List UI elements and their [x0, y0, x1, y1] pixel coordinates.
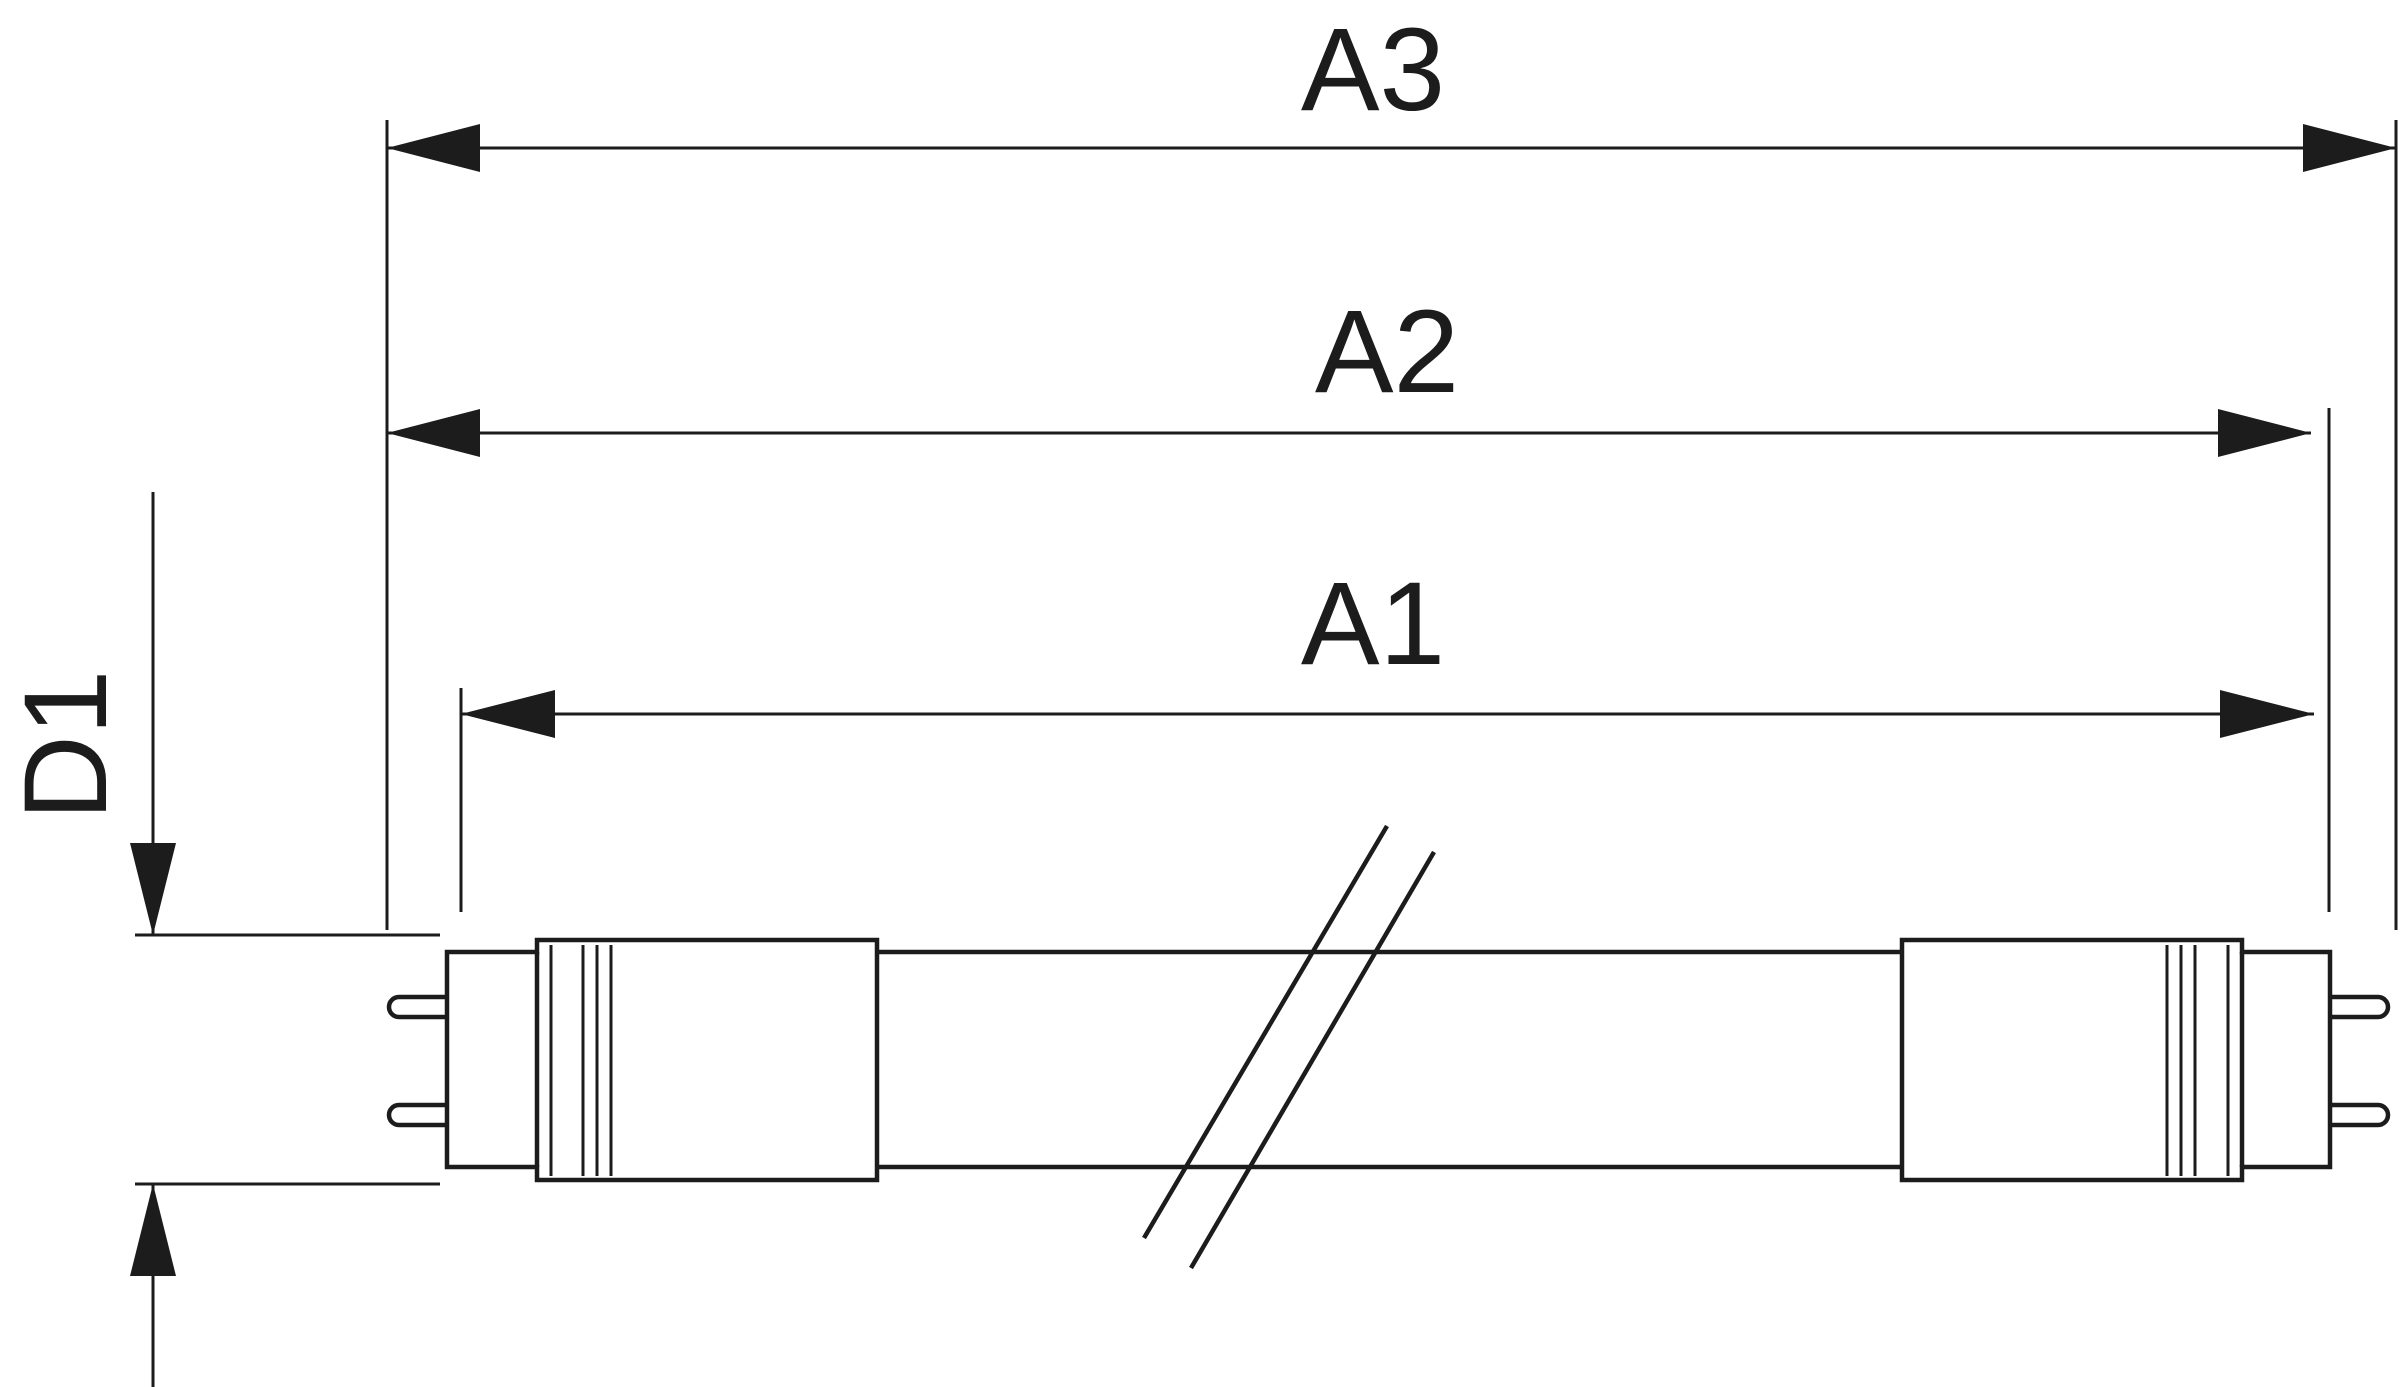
break-marks — [1142, 824, 1436, 1270]
a1-left-arrowhead — [461, 690, 555, 738]
d1-lower-arrowhead — [130, 1184, 176, 1276]
a3-label: A3 — [1301, 4, 1445, 136]
dimension-a1: A1 — [461, 558, 2314, 738]
break-line-left — [1142, 824, 1389, 1240]
a1-right-arrowhead — [2220, 690, 2314, 738]
right-end-cap — [1899, 937, 2333, 1183]
a2-label: A2 — [1315, 286, 1459, 418]
right-cap-outline — [1899, 937, 2333, 1183]
glass-tube — [877, 949, 1902, 1170]
left-upper-pin — [386, 994, 447, 1020]
break-line-right — [1189, 850, 1436, 1270]
a1-label: A1 — [1301, 558, 1445, 690]
left-cap-outline — [444, 937, 880, 1183]
a2-right-arrowhead — [2218, 409, 2311, 457]
dimension-a2: A2 — [387, 286, 2311, 457]
left-pins — [386, 994, 447, 1128]
a3-right-arrowhead — [2303, 124, 2396, 172]
right-lower-pin — [2330, 1102, 2391, 1128]
d1-upper-arrowhead — [130, 843, 176, 935]
a2-left-arrowhead — [387, 409, 480, 457]
left-end-cap — [444, 937, 880, 1183]
right-upper-pin — [2330, 994, 2391, 1020]
left-lower-pin — [386, 1102, 447, 1128]
extension-lines — [135, 120, 2398, 1186]
dimension-a3: A3 — [387, 4, 2396, 172]
d1-label: D1 — [0, 670, 132, 821]
dimension-d1: D1 — [0, 492, 176, 1387]
right-pins — [2330, 994, 2391, 1128]
a3-left-arrowhead — [387, 124, 480, 172]
